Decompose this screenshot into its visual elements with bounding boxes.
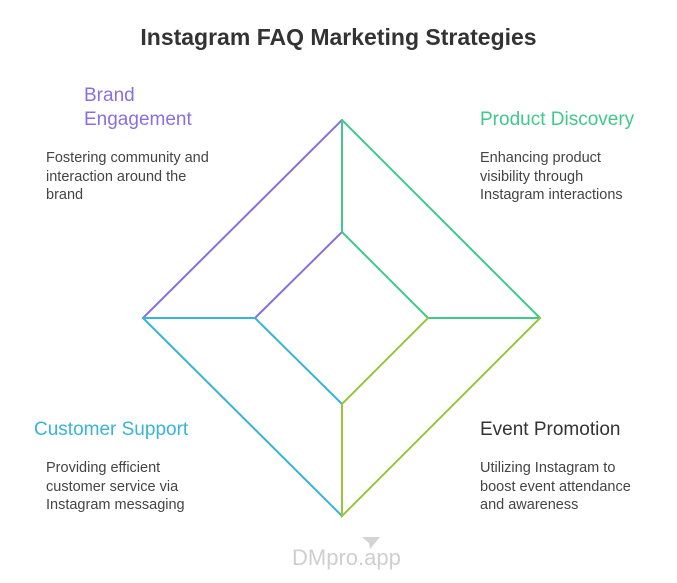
- brand-engagement-quadrant: [142, 119, 343, 319]
- product-discovery-quadrant: [341, 119, 541, 319]
- customer-support-description: Providing efficient customer service via…: [46, 460, 185, 513]
- event-promotion-heading: Event Promotion: [480, 419, 621, 440]
- heading-line: Brand: [84, 85, 135, 106]
- brand-engagement-description: Fostering community and interaction arou…: [46, 150, 209, 203]
- watermark: DMpro.app: [292, 537, 401, 571]
- paper-plane-icon: [362, 537, 380, 549]
- product-discovery-description: Enhancing product visibility through Ins…: [480, 150, 623, 203]
- event-promotion-quadrant: [341, 317, 541, 519]
- heading-line: Engagement: [84, 109, 192, 130]
- product-discovery-heading: Product Discovery: [480, 109, 635, 130]
- customer-support-heading: Customer Support: [34, 419, 189, 440]
- customer-support-quadrant: [142, 317, 343, 517]
- watermark-text: DMpro.app: [292, 545, 401, 570]
- event-promotion-description: Utilizing Instagram to boost event atten…: [480, 460, 631, 513]
- diagram-title: Instagram FAQ Marketing Strategies: [140, 24, 537, 50]
- brand-engagement-heading: Brand Engagement: [84, 84, 192, 132]
